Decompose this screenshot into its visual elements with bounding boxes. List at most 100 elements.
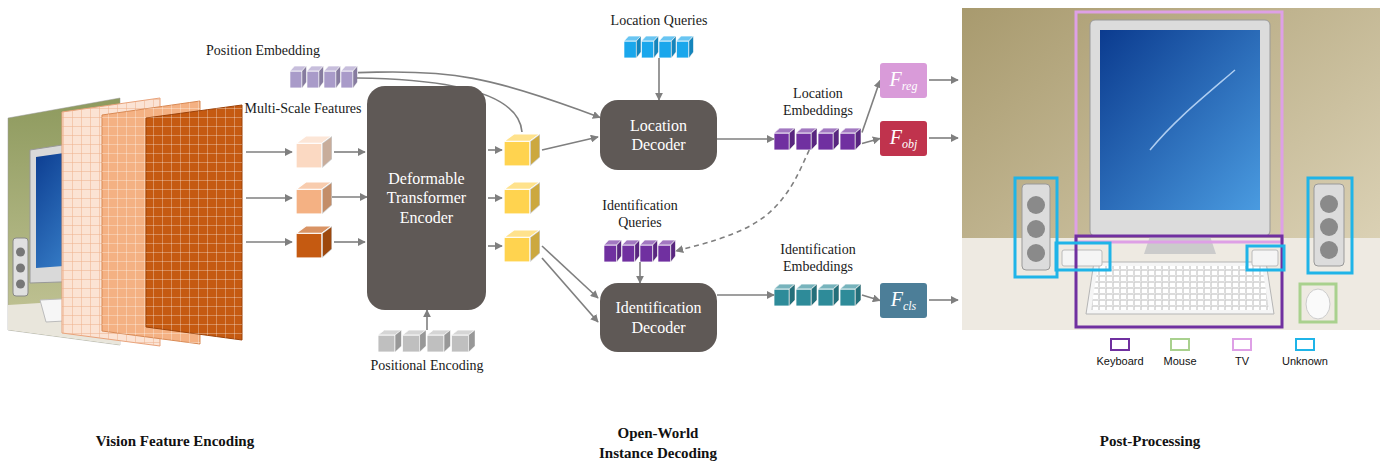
output-photo bbox=[1027, 196, 1045, 214]
location-query-cubes bbox=[624, 36, 641, 58]
location-embedding-cubes bbox=[818, 128, 839, 150]
token-group: Positional Encoding bbox=[378, 330, 476, 352]
head-box: Freg bbox=[880, 63, 927, 98]
flow-arrow bbox=[542, 137, 598, 150]
positional-encoding-cubes bbox=[452, 330, 476, 352]
group-heading: Positional Encoding bbox=[370, 358, 483, 375]
legend-label: TV bbox=[1235, 355, 1249, 367]
bounding-box bbox=[1308, 178, 1352, 273]
bounding-box bbox=[1247, 246, 1284, 270]
identification-query-cubes bbox=[640, 240, 658, 262]
head-symbol: Fobj bbox=[890, 127, 918, 150]
location-embedding-cubes bbox=[774, 128, 861, 150]
legend-entry: Keyboard bbox=[1088, 338, 1152, 367]
head-symbol: Fcls bbox=[891, 289, 917, 312]
positional-encoding-cubes bbox=[378, 330, 402, 352]
legend-swatch bbox=[1232, 338, 1252, 351]
head-subscript: reg bbox=[902, 79, 918, 93]
output-photo bbox=[962, 8, 1380, 330]
legend-entry: TV bbox=[1210, 338, 1274, 367]
group-heading: Location Embeddings bbox=[772, 86, 864, 120]
feature-cube bbox=[296, 136, 332, 258]
group-heading: Location Queries bbox=[611, 13, 708, 30]
group-heading: Multi-Scale Features bbox=[244, 101, 361, 118]
section-title: Vision Feature Encoding bbox=[96, 432, 254, 452]
output-photo bbox=[1100, 30, 1260, 210]
section-title: Open-World Instance Decoding bbox=[594, 424, 722, 463]
input-photo bbox=[13, 238, 28, 296]
flow-arrow bbox=[488, 245, 502, 247]
embedding-group: Location Embeddings bbox=[774, 128, 862, 150]
output-photo bbox=[1150, 70, 1235, 150]
output-photo bbox=[1320, 195, 1338, 213]
flow-arrow bbox=[334, 241, 365, 243]
legend-label: Unknown bbox=[1282, 355, 1328, 367]
group-heading: Identification Queries bbox=[594, 198, 686, 232]
position-embedding-cubes bbox=[307, 66, 324, 88]
identification-embedding-cubes bbox=[774, 284, 861, 306]
position-embedding-cubes bbox=[290, 66, 358, 88]
identification-embedding-cubes bbox=[840, 284, 861, 306]
connector-arrow bbox=[639, 262, 641, 283]
positional-encoding-cubes bbox=[378, 330, 475, 352]
output-photo bbox=[962, 8, 1380, 330]
bounding-box bbox=[1076, 12, 1282, 242]
identification-embedding-cubes bbox=[796, 284, 817, 306]
head-symbol: F bbox=[890, 126, 902, 148]
flow-arrow bbox=[334, 151, 365, 153]
flow-arrow bbox=[929, 79, 958, 81]
feature-cube bbox=[296, 136, 332, 168]
token-group: Position Embedding bbox=[290, 66, 358, 88]
output-photo bbox=[1306, 289, 1330, 319]
identification-query-cubes bbox=[604, 240, 622, 262]
encoded-feature-cube bbox=[504, 134, 540, 262]
flow-arrow bbox=[488, 197, 502, 199]
legend-swatch bbox=[1170, 338, 1190, 351]
output-photo bbox=[1252, 250, 1278, 266]
group-heading: Identification Embeddings bbox=[770, 242, 866, 276]
output-photo bbox=[1022, 184, 1050, 270]
encoder-block: Deformable Transformer Encoder bbox=[367, 86, 486, 310]
feature-cube bbox=[296, 182, 332, 214]
connector-arrow bbox=[717, 294, 774, 296]
group-heading: Position Embedding bbox=[206, 43, 320, 60]
query-group: Location Queries bbox=[624, 36, 694, 58]
connector-arrow bbox=[717, 138, 774, 140]
input-photo bbox=[16, 280, 25, 289]
flow-arrow bbox=[929, 299, 958, 301]
location-embedding-cubes bbox=[840, 128, 861, 150]
flow-arrow bbox=[246, 197, 292, 199]
legend-label: Mouse bbox=[1163, 355, 1196, 367]
location-query-cubes bbox=[677, 36, 694, 58]
block-label: Location Decoder bbox=[606, 116, 711, 154]
feature-stack: Multi-Scale Features bbox=[296, 136, 332, 258]
head-symbol: F bbox=[891, 288, 903, 310]
input-photo bbox=[16, 264, 25, 273]
output-photo bbox=[1027, 244, 1045, 262]
feature-cube bbox=[296, 226, 332, 258]
query-group: Identification Queries bbox=[604, 240, 676, 262]
head-subscript: cls bbox=[903, 299, 916, 313]
location-embedding-cubes bbox=[774, 128, 795, 150]
bounding-box bbox=[1300, 284, 1336, 322]
decoder-block: Identification Decoder bbox=[600, 283, 717, 352]
bounding-box bbox=[1015, 178, 1057, 277]
input-photo bbox=[16, 248, 25, 257]
connector-arrow bbox=[426, 310, 428, 330]
head-box: Fcls bbox=[880, 283, 927, 318]
block-label: Deformable Transformer Encoder bbox=[373, 169, 480, 227]
identification-query-cubes bbox=[622, 240, 640, 262]
identification-query-cubes bbox=[658, 240, 676, 262]
location-query-cubes bbox=[624, 36, 694, 58]
embedding-group: Identification Embeddings bbox=[774, 284, 862, 306]
position-embedding-cubes bbox=[290, 66, 307, 88]
location-query-cubes bbox=[642, 36, 659, 58]
positional-encoding-cubes bbox=[403, 330, 427, 352]
flow-arrow bbox=[542, 258, 598, 322]
connector-arrow bbox=[332, 196, 367, 198]
connector-arrow bbox=[862, 139, 880, 144]
output-photo bbox=[1062, 250, 1102, 266]
identification-embedding-cubes bbox=[774, 284, 795, 306]
output-photo bbox=[1090, 20, 1270, 236]
